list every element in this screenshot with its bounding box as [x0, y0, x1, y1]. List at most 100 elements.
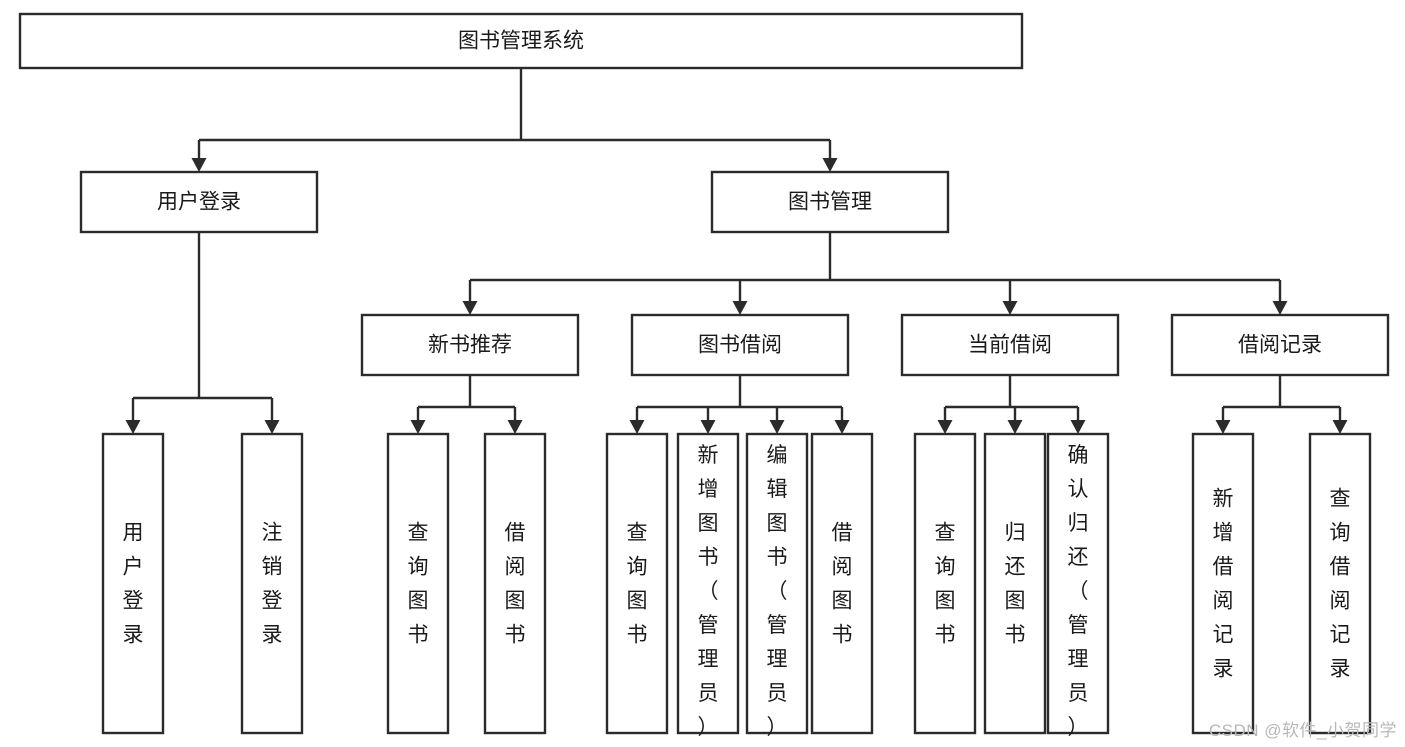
node-label-char: 管: [767, 614, 788, 637]
node-label-char: 图: [627, 590, 648, 613]
node-box: [79, 170, 319, 234]
node-label-char: 理: [698, 648, 719, 671]
node-label-char: 员: [767, 682, 788, 705]
node-label-char: 图: [935, 590, 956, 613]
node-label-char: 图: [505, 590, 526, 613]
node-label-char: 阅: [1330, 590, 1351, 613]
arrow-head-icon: [834, 420, 850, 434]
node-label-char: 书: [408, 624, 429, 647]
node-label-char: 书: [1005, 624, 1026, 647]
node-label-char: 借: [832, 522, 853, 545]
arrow-head-icon: [507, 420, 523, 434]
node-label-char: 认: [1068, 478, 1089, 501]
node-label-char: 登: [262, 590, 283, 613]
node-label-char: 书: [698, 546, 719, 569]
node-label-char: 管: [698, 614, 719, 637]
node-box: [913, 432, 977, 735]
node-label-char: （: [767, 580, 788, 603]
arrow-head-icon: [1070, 420, 1086, 434]
node-label-char: 书: [935, 624, 956, 647]
node-label-char: 询: [935, 556, 956, 579]
node-label-char: 图: [767, 512, 788, 535]
node-box: [483, 432, 547, 735]
node-box: [360, 313, 580, 377]
node-box: [810, 432, 874, 735]
node-label-char: 增: [698, 478, 719, 501]
node-label: 图书借阅: [698, 334, 782, 357]
node-root-system[interactable]: 图书管理系统: [18, 12, 1024, 70]
node-label-char: 确: [1068, 444, 1089, 467]
node-level3-1[interactable]: 图书借阅: [630, 313, 850, 377]
node-label-char: 编: [767, 444, 788, 467]
node-label-char: 注: [262, 522, 283, 545]
node-label-char: 查: [935, 522, 956, 545]
node-label-char: 图: [698, 512, 719, 535]
arrow-head-icon: [822, 158, 838, 172]
arrow-head-icon: [125, 420, 141, 434]
node-label-char: 销: [262, 556, 283, 579]
node-label-char: 记: [1213, 624, 1234, 647]
node-label-char: 还: [1068, 546, 1089, 569]
node-box: [676, 432, 740, 735]
node-label-char: 增: [1213, 522, 1234, 545]
node-label-char: 录: [123, 624, 144, 647]
node-label-char: 阅: [832, 556, 853, 579]
node-label: 用户登录: [157, 191, 241, 214]
arrow-head-icon: [1007, 420, 1023, 434]
node-label-char: （: [698, 580, 719, 603]
node-box: [386, 432, 450, 735]
node-label-char: 书: [767, 546, 788, 569]
node-label-char: 录: [262, 624, 283, 647]
arrow-head-icon: [629, 420, 645, 434]
node-box: [1191, 432, 1255, 735]
node-leaf-0[interactable]: 用户登录: [101, 432, 165, 735]
node-label-char: 借: [1213, 556, 1234, 579]
node-box: [240, 432, 304, 735]
node-label: 图书管理系统: [458, 30, 584, 53]
node-label-char: 阅: [505, 556, 526, 579]
node-label-char: 归: [1068, 512, 1089, 535]
node-label-char: 辑: [767, 478, 788, 501]
node-label-char: 查: [1330, 488, 1351, 511]
node-box: [900, 313, 1120, 377]
node-label-char: 阅: [1213, 590, 1234, 613]
node-level2-1[interactable]: 图书管理: [710, 170, 950, 234]
node-label-char: 理: [1068, 648, 1089, 671]
node-label-char: 借: [505, 522, 526, 545]
node-level2-0[interactable]: 用户登录: [79, 170, 319, 234]
arrow-head-icon: [462, 301, 478, 315]
arrow-head-icon: [700, 420, 716, 434]
node-label: 图书管理: [788, 191, 872, 214]
node-label: 当前借阅: [968, 334, 1052, 357]
node-label-char: 归: [1005, 522, 1026, 545]
node-label-char: 登: [123, 590, 144, 613]
node-label-char: （: [1068, 580, 1089, 603]
node-level3-2[interactable]: 当前借阅: [900, 313, 1120, 377]
node-label-char: 询: [408, 556, 429, 579]
node-label-char: 图: [1005, 590, 1026, 613]
node-label-char: 询: [627, 556, 648, 579]
node-label-char: 户: [123, 556, 144, 579]
node-level3-3[interactable]: 借阅记录: [1170, 313, 1390, 377]
node-label-char: 借: [1330, 556, 1351, 579]
node-level3-0[interactable]: 新书推荐: [360, 313, 580, 377]
node-label-char: 书: [627, 624, 648, 647]
node-label-char: ）: [698, 716, 719, 739]
arrow-head-icon: [191, 158, 207, 172]
arrow-head-icon: [769, 420, 785, 434]
node-box: [983, 432, 1047, 735]
